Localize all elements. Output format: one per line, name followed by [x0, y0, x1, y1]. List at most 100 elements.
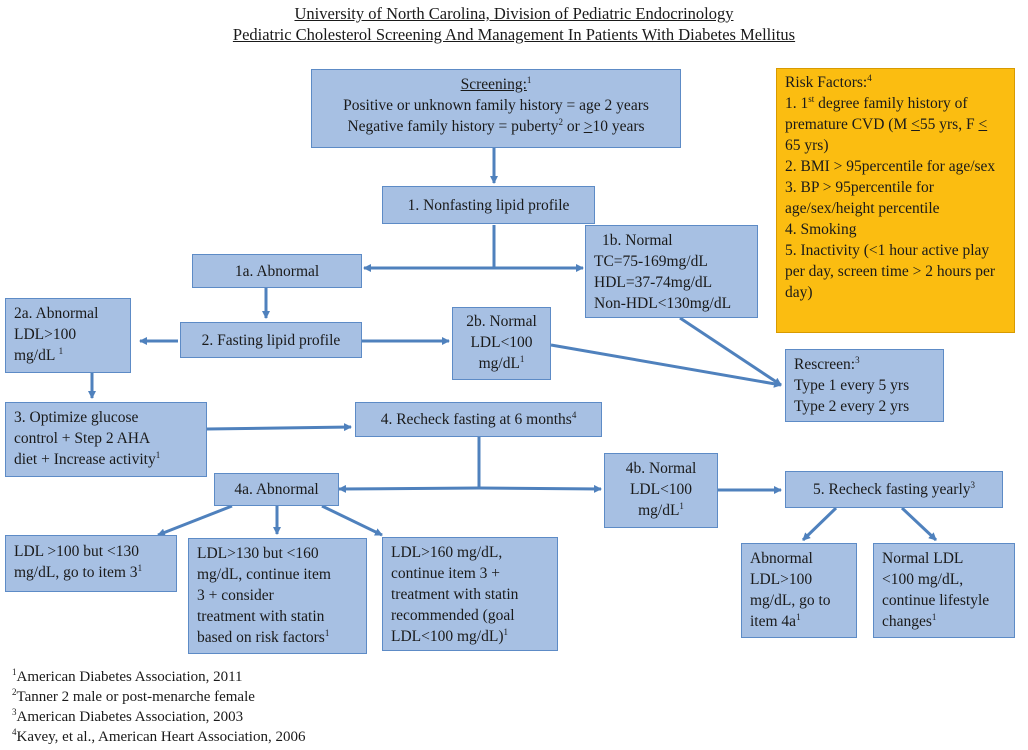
- node-1-nonfasting: 1. Nonfasting lipid profile: [382, 186, 595, 224]
- screening-ge-symbol: >: [583, 118, 593, 135]
- node-2b-sup: 1: [519, 353, 525, 364]
- outcome-3-line3: treatment with statin: [391, 586, 519, 603]
- node-1b-hdl: HDL=37-74mg/dL: [594, 274, 713, 291]
- arrow-5-to-o5: [900, 506, 938, 542]
- risk-factors-box: Risk Factors:4 1. 1st degree family hist…: [776, 68, 1015, 333]
- node-4-sup: 4: [571, 409, 577, 420]
- node-1a-abnormal: 1a. Abnormal: [192, 254, 362, 288]
- outcome-5-sup: 1: [931, 611, 937, 622]
- node-5-sup: 3: [970, 479, 976, 490]
- risk-item-1-d: 55 yrs, F: [919, 116, 979, 133]
- arrow-4a-to-o3: [321, 504, 383, 537]
- footnote-1-text: American Diabetes Association, 2011: [16, 669, 243, 685]
- node-2b-title: 2b. Normal: [466, 313, 537, 330]
- node-3-line3: diet + Increase activity: [14, 451, 156, 468]
- node-1b-nonhdl: Non-HDL<130mg/dL: [594, 295, 732, 312]
- rescreen-sup: 3: [855, 354, 860, 365]
- arrow-to-4b: [478, 484, 602, 493]
- risk-item-1-b: degree family history of premature CVD (…: [785, 95, 968, 133]
- risk-item-1-f: 65 yrs): [785, 137, 829, 154]
- outcome-2-line5: based on risk factors: [197, 629, 325, 646]
- rescreen-type1: Type 1 every 5 yrs: [794, 377, 910, 394]
- risk-title: Risk Factors:: [785, 74, 868, 91]
- node-4b-unit: mg/dL: [638, 502, 680, 519]
- screening-line2-or: or: [563, 118, 584, 135]
- screening-line2: Negative family history = puberty: [347, 118, 559, 135]
- node-4b-title: 4b. Normal: [625, 460, 697, 477]
- node-3-sup: 1: [155, 449, 161, 460]
- node-1b-normal: 1b. Normal TC=75-169mg/dL HDL=37-74mg/dL…: [585, 225, 758, 318]
- node-2a-title: 2a. Abnormal: [14, 305, 99, 322]
- outcome-4-line4: item 4a: [750, 613, 797, 630]
- header-title: University of North Carolina, Division o…: [294, 4, 734, 23]
- rescreen-title: Rescreen:: [794, 356, 856, 373]
- arrow-1b-to-rescreen: [679, 316, 782, 387]
- node-5-label: 5. Recheck fasting yearly: [812, 481, 971, 498]
- node-2a-unit: mg/dL: [14, 347, 59, 364]
- footnote-3: 3American Diabetes Association, 2003: [12, 707, 243, 727]
- footnote-4-text: Kavey, et al., American Heart Associatio…: [16, 729, 306, 745]
- node-2a-ldl: LDL>100: [14, 326, 77, 343]
- node-4b-ldl: LDL<100: [629, 481, 693, 498]
- node-4b-normal: 4b. Normal LDL<100 mg/dL1: [604, 453, 718, 528]
- header-subtitle: Pediatric Cholesterol Screening And Mana…: [232, 25, 796, 44]
- risk-item-1-sup: st: [808, 93, 815, 104]
- footnote-2: 2Tanner 2 male or post-menarche female: [12, 687, 255, 707]
- outcome-1-line1: LDL >100 but <130: [14, 543, 139, 560]
- risk-item-1-le-f: <: [978, 116, 988, 133]
- outcome-5-line4: changes: [882, 613, 932, 630]
- node-4-label: 4. Recheck fasting at 6 months: [380, 411, 572, 428]
- risk-item-2: 2. BMI > 95percentile for age/sex: [785, 158, 996, 175]
- node-2a-sup: 1: [58, 345, 64, 356]
- node-2b-unit: mg/dL: [478, 355, 520, 372]
- node-5-recheck-yearly: 5. Recheck fasting yearly3: [785, 471, 1003, 508]
- outcome-2-line4: treatment with statin: [197, 608, 325, 625]
- risk-item-1: 1. 1st degree family history of prematur…: [785, 93, 1006, 156]
- arrow-to-4a: [338, 484, 480, 493]
- outcome-3-line4: recommended (goal: [391, 607, 515, 624]
- arrow-5-to-o4: [801, 506, 838, 542]
- node-rescreen: Rescreen:3 Type 1 every 5 yrs Type 2 eve…: [785, 349, 944, 422]
- node-1a-label: 1a. Abnormal: [234, 263, 320, 280]
- risk-title-sup: 4: [867, 72, 872, 83]
- node-4a-abnormal: 4a. Abnormal: [214, 473, 339, 506]
- node-3-optimize: 3. Optimize glucose control + Step 2 AHA…: [5, 402, 207, 477]
- node-4b-sup: 1: [679, 500, 684, 511]
- screening-line1: Positive or unknown family history = age…: [343, 97, 649, 114]
- outcome-2-line1: LDL>130 but <160: [197, 545, 319, 562]
- node-2b-ldl: LDL<100: [470, 334, 533, 351]
- footnote-3-sup: 3: [12, 707, 17, 717]
- outcome-1-sup: 1: [137, 562, 143, 573]
- screening-line2-sup: 2: [558, 116, 564, 127]
- node-4a-label: 4a. Abnormal: [234, 481, 319, 498]
- footnote-1-sup: 1: [12, 667, 17, 677]
- outcome-4-line3: mg/dL, go to: [750, 592, 831, 609]
- outcome-2-sup: 1: [324, 627, 330, 638]
- node-2-label: 2. Fasting lipid profile: [201, 332, 341, 349]
- risk-item-1-le-m: <: [911, 116, 920, 133]
- risk-item-1-a: 1. 1: [785, 95, 809, 112]
- footnote-4-sup: 4: [12, 727, 17, 737]
- arrow-4a-to-o1: [157, 504, 233, 537]
- node-1b-tc: TC=75-169mg/dL: [594, 253, 708, 270]
- outcome-3-line1: LDL>160 mg/dL,: [391, 544, 503, 561]
- rescreen-type2: Type 2 every 2 yrs: [794, 398, 910, 415]
- outcome-4-line1: Abnormal: [750, 550, 813, 567]
- outcome-ldl-over-160: LDL>160 mg/dL, continue item 3 + treatme…: [382, 537, 558, 651]
- node-3-line1: 3. Optimize glucose: [14, 409, 139, 426]
- outcome-1-line2: mg/dL, go to item 3: [14, 564, 138, 581]
- footnote-3-text: American Diabetes Association, 2003: [16, 709, 244, 725]
- outcome-2-line2: mg/dL, continue item: [197, 566, 331, 583]
- outcome-ldl-100-130: LDL >100 but <130 mg/dL, go to item 31: [5, 535, 177, 592]
- node-1b-title: 1b. Normal: [602, 232, 673, 249]
- arrow-3-to-4: [206, 423, 352, 432]
- node-4-recheck: 4. Recheck fasting at 6 months4: [355, 402, 602, 437]
- arrow-2b-to-rescreen: [550, 343, 782, 388]
- outcome-5-line1: Normal LDL: [882, 550, 964, 567]
- node-2b-normal: 2b. Normal LDL<100 mg/dL1: [452, 307, 551, 380]
- footnote-1: 1American Diabetes Association, 2011: [12, 667, 243, 687]
- screening-title: Screening:: [460, 76, 527, 93]
- node-3-line2: control + Step 2 AHA: [14, 430, 151, 447]
- outcome-4-sup: 1: [796, 611, 801, 622]
